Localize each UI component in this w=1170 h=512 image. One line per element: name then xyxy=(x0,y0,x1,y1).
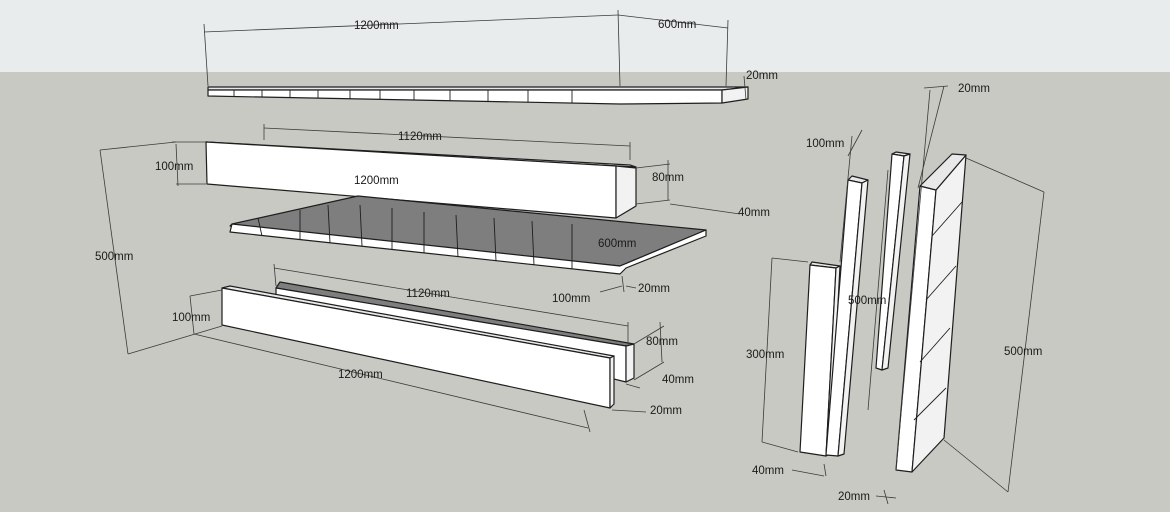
label-leg-height-right: 500mm xyxy=(1004,346,1042,358)
leg-slim xyxy=(875,151,911,371)
label-back-inner-length: 1120mm xyxy=(398,131,442,143)
label-leg-width: 100mm xyxy=(806,138,844,150)
label-front-inner-height: 80mm xyxy=(646,336,678,348)
dimension-lines xyxy=(99,9,1045,505)
label-back-inner-height: 80mm xyxy=(652,172,684,184)
top-board xyxy=(207,86,749,105)
slatted-shelf xyxy=(229,195,707,275)
leg-tall xyxy=(825,175,869,457)
label-back-height: 100mm xyxy=(155,161,193,173)
label-shelf-width: 600mm xyxy=(598,238,636,250)
label-leg-height-mid: 500mm xyxy=(848,295,886,307)
label-total-height: 500mm xyxy=(95,251,133,263)
label-leg-thickness-top: 20mm xyxy=(958,83,990,95)
front-outer-rail xyxy=(221,285,615,409)
label-back-depth: 40mm xyxy=(738,207,770,219)
label-front-height: 100mm xyxy=(172,312,210,324)
label-leg-base-thickness: 20mm xyxy=(838,491,870,503)
side-panel xyxy=(895,153,967,473)
label-shelf-slat: 100mm xyxy=(552,293,590,305)
label-front-length: 1200mm xyxy=(338,369,383,381)
label-leg-base-width: 40mm xyxy=(752,465,784,477)
label-top-width: 600mm xyxy=(658,19,696,31)
label-leg-height-short: 300mm xyxy=(746,349,784,361)
label-front-inner-length: 1120mm xyxy=(406,288,450,300)
back-rail xyxy=(205,141,637,219)
label-shelf-thickness: 20mm xyxy=(638,283,670,295)
sky-background xyxy=(0,0,1170,72)
label-front-thickness: 20mm xyxy=(650,405,682,417)
ground-background xyxy=(0,72,1170,512)
label-back-length: 1200mm xyxy=(354,175,399,187)
label-top-thickness: 20mm xyxy=(746,70,778,82)
label-front-depth: 40mm xyxy=(662,374,694,386)
label-top-length: 1200mm xyxy=(354,20,399,32)
